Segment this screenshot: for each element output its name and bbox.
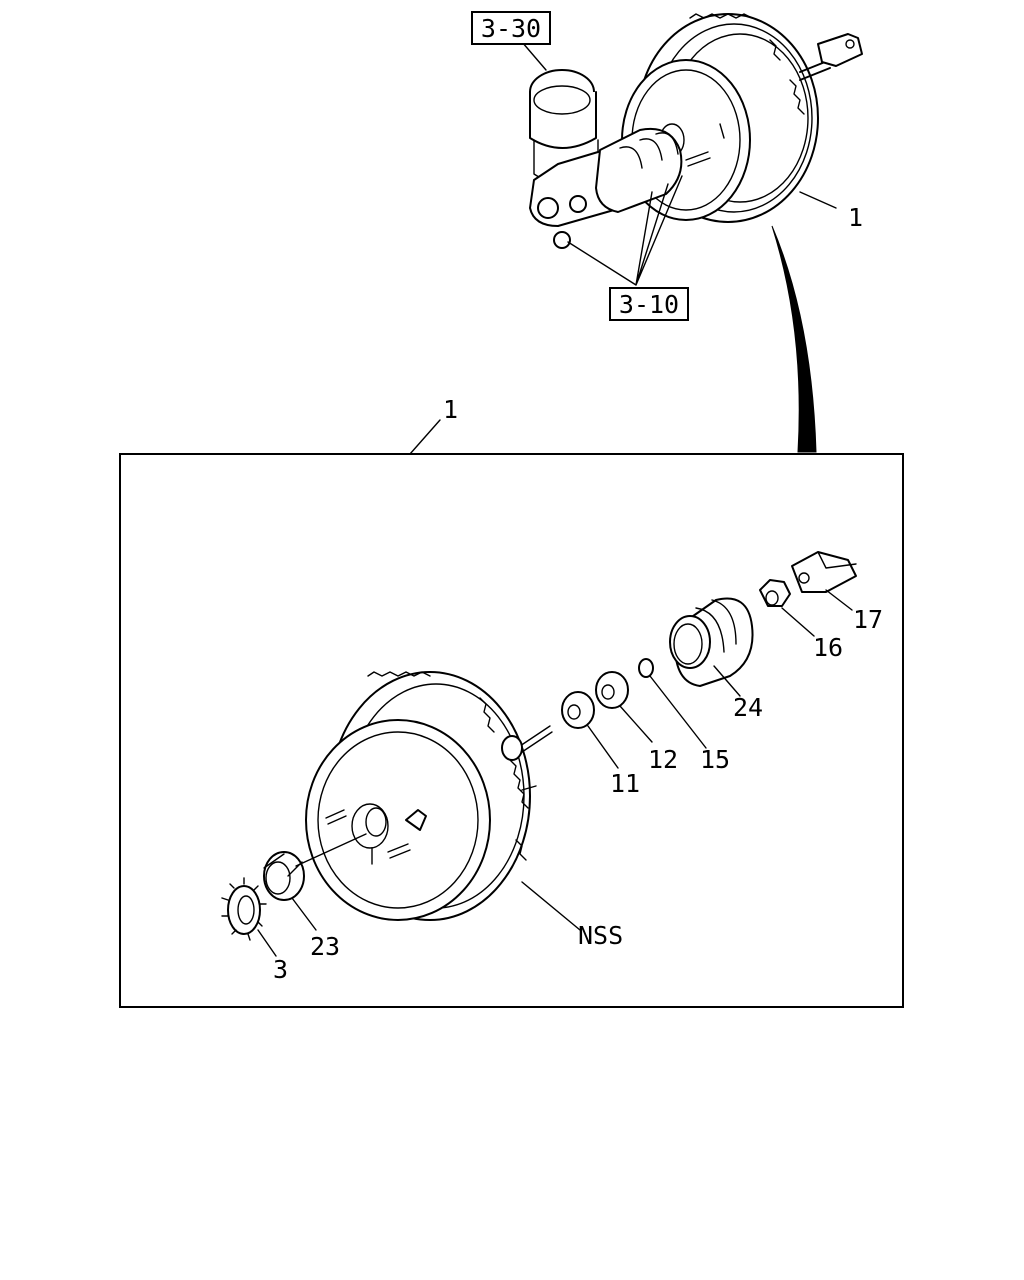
ring-11-illustration (561, 691, 595, 729)
leader-1-top (799, 191, 837, 209)
reference-box-3-10[interactable]: 3-10 (609, 287, 689, 321)
leader-15 (649, 675, 707, 749)
leader-1-box (409, 419, 441, 455)
ring-12-illustration (595, 671, 629, 709)
leader-seal-axis (295, 833, 367, 867)
leader-3-30 (521, 41, 547, 71)
label-3: 3 (273, 955, 288, 984)
leader-16 (781, 607, 815, 637)
leader-11 (587, 725, 619, 769)
detail-frame (119, 453, 904, 1008)
leader-23 (291, 897, 317, 931)
label-1-top: 1 (848, 203, 863, 232)
reference-3-30-text: 3-30 (481, 14, 541, 43)
boot-24-illustration (669, 597, 754, 687)
reference-3-10-text: 3-10 (619, 290, 679, 319)
label-11: 11 (610, 769, 640, 798)
leader-17 (825, 589, 853, 611)
o-ring-15-illustration (638, 658, 654, 678)
label-1-box: 1 (443, 395, 458, 424)
leader-24 (713, 665, 741, 697)
nut-16-illustration (759, 579, 791, 607)
booster-nss-illustration (305, 671, 553, 921)
label-12: 12 (648, 745, 678, 774)
seal-23-illustration (263, 851, 305, 901)
label-15: 15 (700, 745, 730, 774)
reference-box-3-30[interactable]: 3-30 (471, 11, 551, 45)
clevis-17-illustration (791, 551, 857, 593)
leader-3-10 (567, 175, 683, 286)
detail-pointer-wedge (771, 225, 817, 453)
label-16: 16 (813, 633, 843, 662)
leader-3 (257, 929, 277, 957)
label-17: 17 (853, 605, 883, 634)
leader-12 (619, 705, 653, 743)
brake-booster-assembly-illustration (529, 13, 863, 249)
label-24: 24 (733, 693, 763, 722)
leader-nss (521, 881, 581, 931)
label-23: 23 (310, 932, 340, 961)
label-nss: NSS (578, 921, 623, 950)
lock-washer-3-illustration (221, 877, 267, 941)
